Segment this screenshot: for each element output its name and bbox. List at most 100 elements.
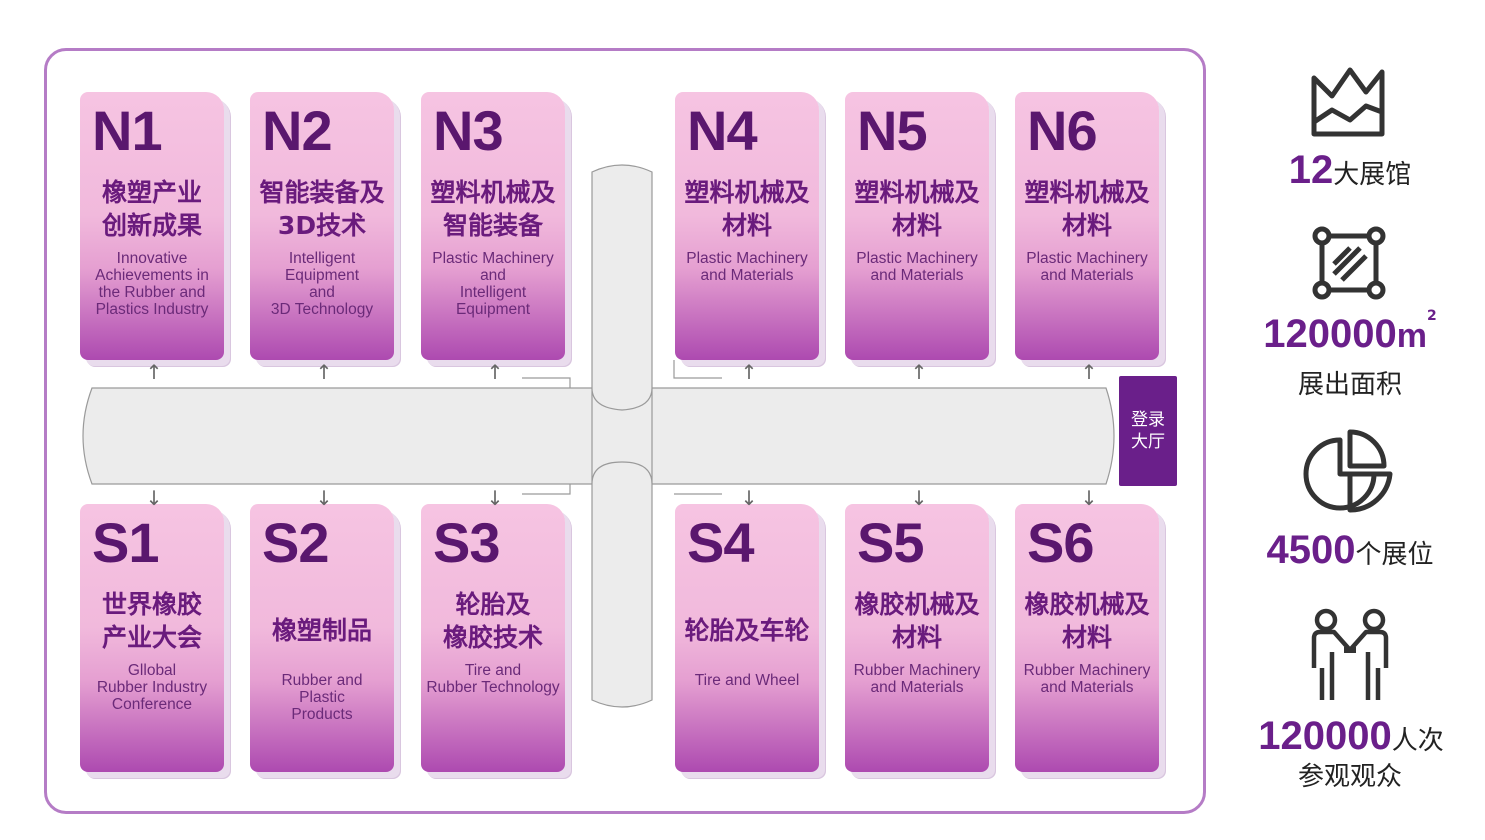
arrow-up-icon: ↑: [1080, 360, 1098, 384]
hall-code: N4: [687, 99, 758, 162]
hall-name-cn-line: 橡塑产业: [101, 178, 202, 207]
arrow-up-icon: ↑: [740, 360, 758, 384]
stat-halls: 12大展馆: [1270, 148, 1430, 193]
stat-area-label: 展出面积: [1297, 370, 1402, 400]
hall-name-cn: 塑料机械及智能装备: [421, 176, 565, 242]
registration-lobby[interactable]: 登录 大厅: [1119, 376, 1177, 486]
hall-name-en-line: Plastics Industry: [95, 301, 209, 318]
hall-name-cn-line: 塑料机械及: [430, 178, 556, 207]
stat-booths-value: 4500: [1266, 528, 1356, 572]
arrow-up-icon: ↑: [145, 360, 163, 384]
hall-name-cn-line: 3D技术: [277, 211, 367, 240]
hall-code: S4: [687, 511, 754, 574]
hall-name-cn: 橡胶机械及材料: [1015, 588, 1159, 654]
arrow-down-icon: ↓: [486, 486, 504, 510]
stat-area: 120000m2: [1240, 308, 1460, 357]
hall-name-en-line: Rubber and: [281, 672, 363, 689]
hall-code: S2: [262, 511, 329, 574]
hall-name-cn: 橡塑产业创新成果: [80, 176, 224, 242]
hall-name-cn-line: 塑料机械及: [684, 178, 810, 207]
hall-name-cn: 橡塑制品: [250, 614, 394, 647]
hall-name-en-line: Equipment: [284, 267, 360, 284]
hall-name-cn-line: 材料: [1061, 211, 1112, 240]
hall-name-en-line: and Materials: [1040, 679, 1134, 696]
arrow-down-icon: ↓: [145, 486, 163, 510]
hall-name-cn: 塑料机械及材料: [845, 176, 989, 242]
hall-name-en-line: 3D Technology: [270, 301, 374, 318]
handshake-icon: [1311, 608, 1389, 700]
corridor-links: [522, 360, 722, 495]
stat-visitors-label2: 参观观众: [1297, 762, 1402, 792]
hall-name-en-line: and Materials: [870, 679, 964, 696]
hall-name-cn: 橡胶机械及材料: [845, 588, 989, 654]
arrow-up-icon: ↑: [315, 360, 333, 384]
arrow-up-icon: ↑: [486, 360, 504, 384]
hall-name-cn-line: 塑料机械及: [1024, 178, 1150, 207]
hall-name-en-line: Achievements in: [95, 267, 209, 284]
hall-name-en-line: Intelligent: [288, 250, 356, 267]
hall-name-en-line: Plastic Machinery: [432, 250, 554, 267]
hall-name-cn-line: 材料: [1061, 623, 1112, 652]
stat-halls-label: 大展馆: [1333, 160, 1412, 190]
corridor-joint: [591, 387, 653, 485]
hall-name-en-line: Conference: [111, 696, 193, 713]
hall-name-cn: 世界橡胶产业大会: [80, 588, 224, 654]
hall-name-en-line: Tire and: [464, 662, 522, 679]
arrow-up-icon: ↑: [910, 360, 928, 384]
hall-name-cn-line: 产业大会: [101, 623, 202, 652]
hall-name-en-line: Rubber Machinery: [1023, 662, 1151, 679]
venue-map-frame: [44, 48, 1206, 814]
hall-name-en-line: Rubber Industry: [96, 679, 208, 696]
hall-name-cn-line: 塑料机械及: [854, 178, 980, 207]
area-icon: [1312, 226, 1386, 300]
arrow-down-icon: ↓: [1080, 486, 1098, 510]
hall-name-en-line: Plastic Machinery: [1026, 250, 1148, 267]
hall-code: N1: [92, 99, 163, 162]
hall-code: S6: [1027, 511, 1094, 574]
stat-booths: 4500个展位: [1240, 528, 1460, 573]
hall-name-en-line: Innovative: [116, 250, 188, 267]
stat-area-value: 120000: [1263, 312, 1397, 356]
hall-code: S1: [92, 511, 159, 574]
hall-name-cn-line: 橡胶机械及: [854, 590, 980, 619]
arrow-down-icon: ↓: [740, 486, 758, 510]
hall-name-cn: 轮胎及橡胶技术: [421, 588, 565, 654]
stat-halls-value: 12: [1288, 148, 1334, 192]
hall-name-cn-line: 橡塑制品: [271, 616, 372, 645]
stat-area-sup: 2: [1426, 308, 1437, 324]
hall-code: N6: [1027, 99, 1098, 162]
hall-name-en-line: Products: [291, 706, 353, 723]
hall-name-en-line: Equipment: [455, 301, 531, 318]
arrow-down-icon: ↓: [315, 486, 333, 510]
pie-icon: [1303, 429, 1393, 513]
hall-name-cn: 塑料机械及材料: [675, 176, 819, 242]
hall-name-en-line: Plastic: [299, 689, 345, 706]
hall-name-cn-line: 智能装备及: [259, 178, 385, 207]
stat-booths-label: 个展位: [1355, 540, 1434, 570]
arrow-down-icon: ↓: [910, 486, 928, 510]
hall-name-en-line: and Materials: [870, 267, 964, 284]
lobby-label-line1: 登录: [1131, 410, 1165, 430]
